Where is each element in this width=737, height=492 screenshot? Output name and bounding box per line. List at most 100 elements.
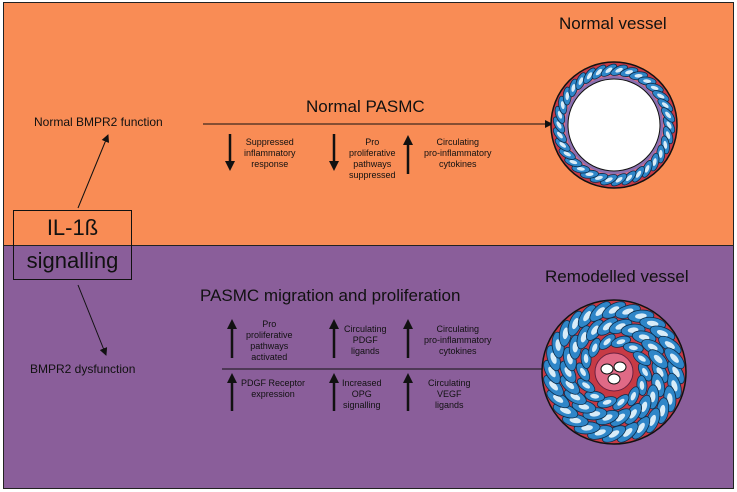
smooth-muscle-cell-highlight — [590, 393, 600, 399]
smooth-muscle-cell-highlight — [664, 341, 675, 350]
smooth-muscle-cell-highlight — [578, 403, 590, 410]
smooth-muscle-cell-highlight — [572, 341, 579, 353]
occluded-lumen — [607, 373, 621, 385]
normal-vessel — [550, 61, 678, 189]
smooth-muscle-cell-highlight — [563, 151, 571, 157]
smooth-muscle-cell-highlight — [646, 320, 659, 327]
smooth-muscle-cell-highlight — [653, 354, 663, 364]
bmpr2-dysfunction-label: BMPR2 dysfunction — [30, 362, 136, 376]
smooth-muscle-cell-highlight — [591, 325, 599, 335]
smooth-muscle-cell-highlight — [625, 70, 634, 75]
smooth-muscle-cell-highlight — [649, 391, 656, 403]
smooth-muscle-cell-highlight — [656, 367, 664, 377]
smooth-muscle-cell-highlight — [586, 72, 593, 80]
smooth-muscle-cell-highlight — [665, 111, 672, 119]
smooth-muscle-cell-highlight — [657, 93, 665, 99]
smooth-muscle-cell-highlight — [630, 391, 636, 401]
smooth-muscle-cell-highlight — [585, 172, 594, 177]
smooth-muscle-cell-highlight — [578, 77, 584, 85]
smooth-muscle-cell-highlight — [608, 430, 620, 438]
vessel-lumen — [567, 78, 661, 172]
smooth-muscle-cell-highlight — [659, 404, 666, 417]
smooth-muscle-cell-highlight — [592, 343, 598, 353]
smooth-muscle-cell-highlight — [569, 417, 582, 424]
smooth-muscle-cell-highlight — [665, 131, 671, 139]
smooth-muscle-cell-highlight — [636, 422, 645, 433]
smooth-muscle-cell-highlight — [559, 407, 572, 414]
smooth-muscle-cell-highlight — [663, 140, 668, 149]
smooth-muscle-cell-highlight — [615, 177, 623, 183]
smooth-muscle-cell-highlight — [642, 367, 648, 377]
smooth-muscle-cell-highlight — [595, 307, 605, 316]
normal-vessel-title: Normal vessel — [559, 14, 667, 33]
smooth-muscle-cell-highlight — [635, 313, 647, 319]
smooth-muscle-cell-highlight — [548, 366, 556, 378]
smooth-muscle-cell-highlight — [625, 174, 633, 182]
smooth-muscle-cell-highlight — [602, 399, 612, 405]
smooth-muscle-cell-highlight — [617, 398, 625, 406]
smooth-muscle-cell-highlight — [572, 317, 579, 330]
occluded-lumen — [600, 363, 614, 375]
smooth-muscle-cell-highlight — [580, 332, 587, 343]
smooth-muscle-cell-highlight — [581, 425, 593, 431]
smooth-muscle-cell-highlight — [602, 322, 613, 331]
normal-pasmc-label: Normal PASMC — [306, 97, 425, 116]
smooth-muscle-cell-highlight — [650, 85, 659, 91]
smooth-muscle-cell-highlight — [555, 339, 561, 351]
smooth-muscle-cell-highlight — [641, 401, 648, 412]
smooth-muscle-cell-highlight — [562, 327, 569, 340]
smooth-muscle-cell-highlight — [583, 354, 589, 364]
smooth-muscle-cell-highlight — [615, 413, 626, 422]
remodelled-vessel — [541, 299, 687, 445]
arrow-to-normal-bmpr2 — [77, 134, 110, 209]
smooth-muscle-cell-highlight — [629, 409, 637, 419]
smooth-muscle-cell-highlight — [570, 393, 581, 401]
smooth-muscle-cell-highlight — [580, 367, 586, 377]
smooth-muscle-cell-highlight — [623, 428, 633, 437]
smooth-muscle-cell-highlight — [615, 67, 623, 73]
smooth-muscle-cell-highlight — [667, 393, 673, 405]
smooth-muscle-cell-highlight — [605, 67, 613, 73]
smooth-muscle-cell-highlight — [643, 79, 652, 83]
signalling-label: signalling — [26, 248, 119, 273]
il1b-signalling-box: IL-1ß signalling — [13, 210, 132, 280]
smooth-muscle-cell-highlight — [595, 68, 603, 76]
arrow-to-bmpr2-dysfunction — [77, 284, 108, 356]
smooth-muscle-cell-highlight — [649, 414, 656, 427]
smooth-muscle-cell-highlight — [656, 330, 669, 337]
smooth-muscle-cell-highlight — [670, 353, 679, 363]
smooth-muscle-cell-highlight — [628, 345, 638, 351]
smooth-muscle-cell-highlight — [560, 101, 565, 110]
smooth-muscle-cell-highlight — [583, 311, 592, 322]
smooth-muscle-cell-highlight — [661, 102, 669, 109]
occluded-lumen — [613, 361, 627, 373]
pasmc-migration-label: PASMC migration and proliferation — [200, 286, 461, 305]
smooth-muscle-cell-highlight — [603, 338, 611, 346]
smooth-muscle-cell-highlight — [565, 380, 575, 390]
remodelled-vessel-title: Remodelled vessel — [545, 267, 689, 286]
smooth-muscle-cell-highlight — [608, 306, 620, 314]
smooth-muscle-cell-highlight — [672, 366, 680, 378]
smooth-muscle-cell-highlight — [556, 121, 562, 129]
smooth-muscle-cell-highlight — [576, 167, 585, 171]
smooth-muscle-cell-highlight — [594, 175, 603, 180]
smooth-muscle-cell-highlight — [569, 159, 578, 165]
il1b-label: IL-1ß — [46, 215, 99, 240]
narrowed-lumen-area — [594, 352, 634, 392]
smooth-muscle-cell-highlight — [549, 381, 558, 391]
smooth-muscle-cell-highlight — [635, 170, 642, 178]
smooth-muscle-cell-highlight — [571, 83, 576, 92]
smooth-muscle-cell-highlight — [553, 394, 564, 403]
smooth-muscle-cell-highlight — [634, 73, 643, 78]
smooth-muscle-cell-highlight — [644, 165, 650, 173]
smooth-muscle-cell-highlight — [605, 177, 613, 183]
